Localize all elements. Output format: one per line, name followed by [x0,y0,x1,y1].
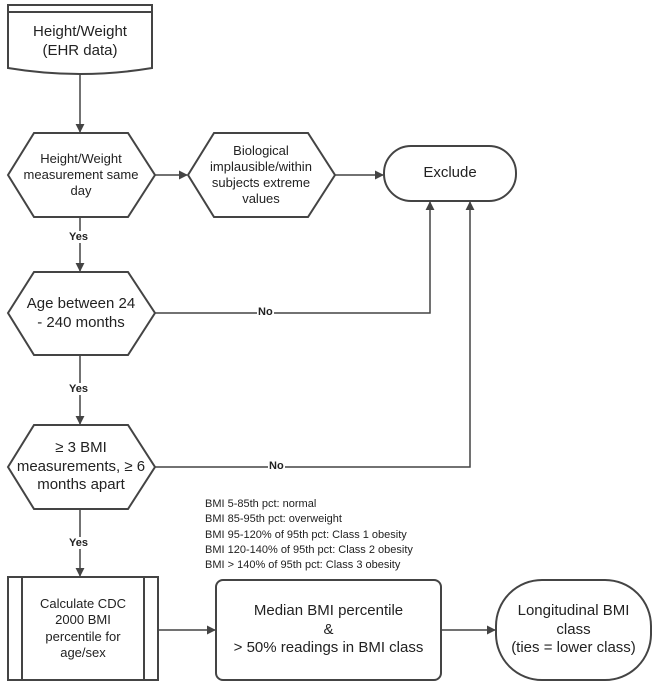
edge-measurements-to-exclude [155,201,475,468]
legend-item-class-2: BMI 120-140% of 95th pct: Class 2 obesit… [205,543,413,556]
legend-item-normal: BMI 5-85th pct: normal [205,498,317,510]
edge-label-yes-2: Yes [68,383,89,395]
exclude-node-shape [383,145,517,202]
edge-age-to-exclude [155,201,435,314]
source-node-label: Height/Weight (EHR data) [33,23,127,59]
longitudinal-node-shape [495,579,652,681]
source-node-shape [7,4,153,75]
edge-label-no-2: No [268,460,285,472]
legend-item-class-3: BMI > 140% of 95th pct: Class 3 obesity [205,559,401,572]
edge-label-yes-3: Yes [68,537,89,549]
calculate-node-shape [7,576,159,681]
same-day-node-label: Height/Weight measurement same day [23,150,139,199]
legend-item-overweight: BMI 85-95th pct: overweight [205,513,342,526]
measurements-node-label: ≥ 3 BMI measurements, ≥ 6 months apart [16,438,146,494]
implausible-node-label: Biological implausible/within subjects e… [210,142,312,207]
calculate-node-label: Calculate CDC 2000 BMI percentile for ag… [40,596,126,660]
age-node-label: Age between 24 - 240 months [26,295,136,331]
median-node-label: Median BMI percentile & > 50% readings i… [233,601,424,657]
legend-item-class-1: BMI 95-120% of 95th pct: Class 1 obesity [205,528,407,541]
longitudinal-node-label: Longitudinal BMI class (ties = lower cla… [511,601,636,657]
exclude-node-label: Exclude [423,164,477,182]
bmi-class-legend: BMI 5-85th pct: normal BMI 85-95th pct: … [205,497,413,573]
edge-label-no-1: No [257,306,274,318]
edge-label-yes-1: Yes [68,231,89,243]
